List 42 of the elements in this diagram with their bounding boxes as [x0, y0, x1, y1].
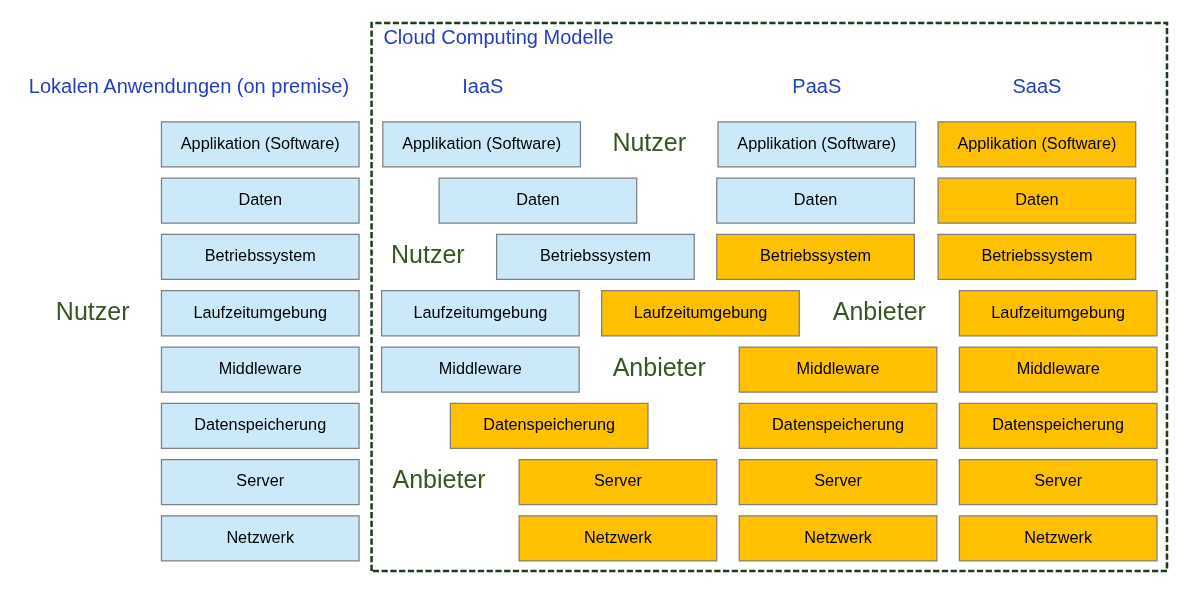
node-box: Applikation (Software) [937, 121, 1137, 168]
node-box: Daten [716, 177, 915, 224]
node-box: Server [738, 458, 938, 506]
label: Nutzer [55, 296, 130, 325]
node-box: Middleware [738, 346, 938, 393]
label: PaaS [792, 74, 842, 97]
node-box: Netzwerk [160, 515, 360, 562]
node-box: Middleware [380, 346, 580, 393]
node-box: Server [958, 458, 1158, 506]
node-box: Middleware [958, 346, 1158, 393]
node-box: Netzwerk [958, 515, 1158, 562]
node-box: Laufzeitumgebung [601, 290, 800, 337]
node-box: Daten [160, 177, 360, 224]
label: IaaS [462, 74, 504, 97]
node-box: Applikation (Software) [160, 121, 360, 168]
node-box: Applikation (Software) [382, 121, 582, 168]
node-box: Applikation (Software) [717, 121, 917, 168]
node-box: Betriebssystem [937, 233, 1137, 281]
node-box: Daten [937, 177, 1137, 224]
node-box: Betriebssystem [716, 233, 915, 281]
node-box: Datenspeicherung [738, 402, 938, 449]
label: Lokalen Anwendungen (on premise) [28, 74, 350, 97]
node-box: Server [160, 458, 360, 506]
node-box: Middleware [160, 346, 360, 393]
label: Nutzer [612, 127, 687, 156]
node-box: Netzwerk [738, 515, 938, 562]
node-box: Laufzeitumgebung [380, 290, 580, 337]
node-box: Datenspeicherung [160, 402, 360, 449]
node-box: Betriebssystem [496, 233, 695, 281]
node-box: Betriebssystem [160, 233, 360, 281]
node-box: Daten [438, 177, 638, 224]
label: SaaS [1012, 74, 1062, 97]
node-box: Server [518, 458, 718, 506]
label: Anbieter [392, 465, 486, 494]
node-box: Netzwerk [518, 515, 718, 562]
node-box: Datenspeicherung [449, 402, 649, 449]
label: Anbieter [612, 352, 706, 381]
node-box: Laufzeitumgebung [160, 290, 360, 337]
label: Nutzer [391, 240, 465, 269]
node-box: Laufzeitumgebung [958, 290, 1158, 337]
label: Anbieter [832, 296, 926, 325]
node-box: Datenspeicherung [958, 402, 1158, 449]
